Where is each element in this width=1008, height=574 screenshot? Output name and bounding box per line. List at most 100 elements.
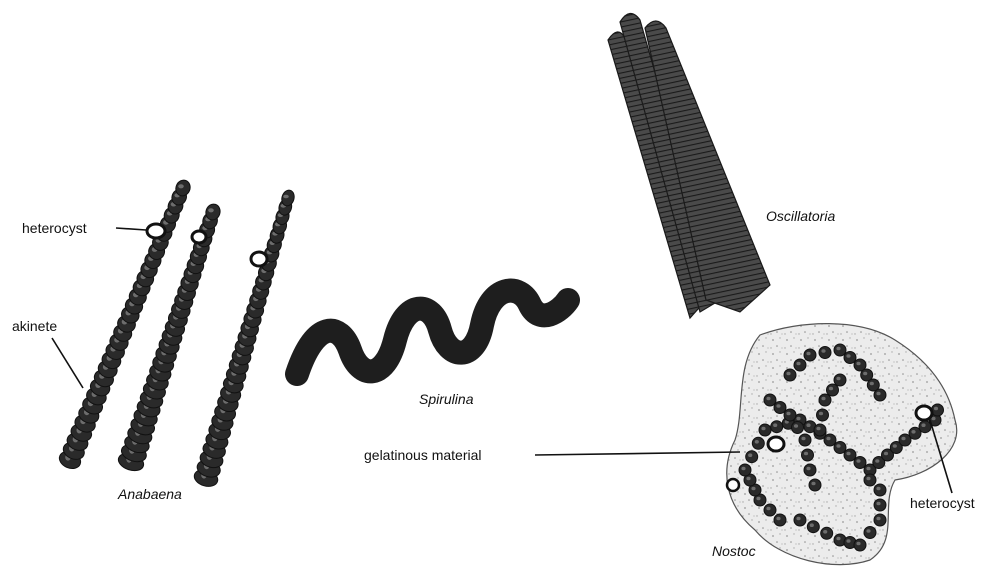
heterocyst-label-left: heterocyst [22,220,87,236]
cell-highlight [810,523,814,527]
cell-highlight [876,487,880,491]
cell-highlight [836,347,840,351]
cell-highlight [863,372,867,376]
cell-highlight [846,539,850,543]
heterocyst-cell [768,437,784,451]
cell-highlight [901,437,905,441]
cell-highlight [836,537,840,541]
cell-highlight [796,362,800,366]
cell-highlight [804,452,808,456]
oscillatoria-filaments [608,13,770,318]
cell-highlight [786,412,790,416]
cell-highlight [836,377,840,381]
cell-highlight [870,382,874,386]
filament-cell [792,422,804,434]
cell-highlight [766,397,770,401]
filament-cell [844,449,856,461]
filament-cell [809,479,821,491]
cell-highlight [806,423,810,427]
heterocyst-leader-line [116,228,146,230]
filament-cell [794,359,806,371]
filament-cell [834,374,846,386]
cell-highlight [819,412,823,416]
nostoc-colony [535,324,957,565]
filament-cell [794,514,806,526]
cell-highlight [746,477,750,481]
filament-cell [774,514,786,526]
filament-cell [824,434,836,446]
cell-highlight [821,349,825,353]
cell-highlight [829,387,833,391]
filament-cell [864,527,876,539]
cell-highlight [755,440,759,444]
cell-highlight [766,507,770,511]
filament-cell [784,369,796,381]
spirulina-spiral [297,291,568,374]
filament-cell [821,527,833,539]
filament-cell [874,499,886,511]
filament-cell [774,402,786,414]
cell-highlight [893,444,897,448]
filament-cell [764,394,776,406]
cell-highlight [875,459,879,463]
cell-highlight [836,444,840,448]
heterocyst-cell [251,252,267,266]
cell-highlight [816,427,820,431]
filament-cell [814,424,826,436]
filament-cell [784,409,796,421]
cell-highlight [786,372,790,376]
filament-cell [827,384,839,396]
filament-cell [834,344,846,356]
filament-cell [854,457,866,469]
filament-cell [739,464,751,476]
cell-highlight [761,427,765,431]
cell-highlight [911,430,915,434]
cell-highlight [856,362,860,366]
cell-highlight [856,542,860,546]
filament-cell [817,409,829,421]
filament-cell [864,474,876,486]
cell-highlight [794,424,798,428]
cell-highlight [876,392,880,396]
cell-highlight [876,502,880,506]
filament-cell [819,347,831,359]
cell-highlight [741,467,745,471]
heterocyst-cell [727,479,739,491]
cell-highlight [846,452,850,456]
filament-cell [819,394,831,406]
cell-highlight [806,467,810,471]
cell-highlight [801,437,805,441]
cell-highlight [751,487,755,491]
oscillatoria-label: Oscillatoria [766,208,835,224]
cell-highlight [756,497,760,501]
cell-highlight [876,517,880,521]
filament-cell [804,349,816,361]
filament-cell [844,352,856,364]
cell-highlight [796,517,800,521]
filament-cell [771,421,783,433]
cell-highlight [776,404,780,408]
heterocyst-cell [192,231,206,243]
cell-highlight [846,354,850,358]
akinete-leader-line [52,338,83,388]
spirulina-label: Spirulina [419,391,473,407]
filament-cell [752,437,764,449]
cell-highlight [776,517,780,521]
nostoc-label: Nostoc [712,543,756,559]
heterocyst-cell [916,406,932,420]
cell-highlight [773,423,777,427]
filament-cell [764,504,776,516]
cell-highlight [806,352,810,356]
gelatinous-leader-line [535,452,740,455]
cell-highlight [921,423,925,427]
cell-highlight [866,477,870,481]
filament-cell [759,424,771,436]
cell-highlight [856,459,860,463]
filament-cell [874,484,886,496]
cell-highlight [934,407,938,411]
filament-cell [807,521,819,533]
filament-cell [804,464,816,476]
cell-highlight [178,184,184,188]
